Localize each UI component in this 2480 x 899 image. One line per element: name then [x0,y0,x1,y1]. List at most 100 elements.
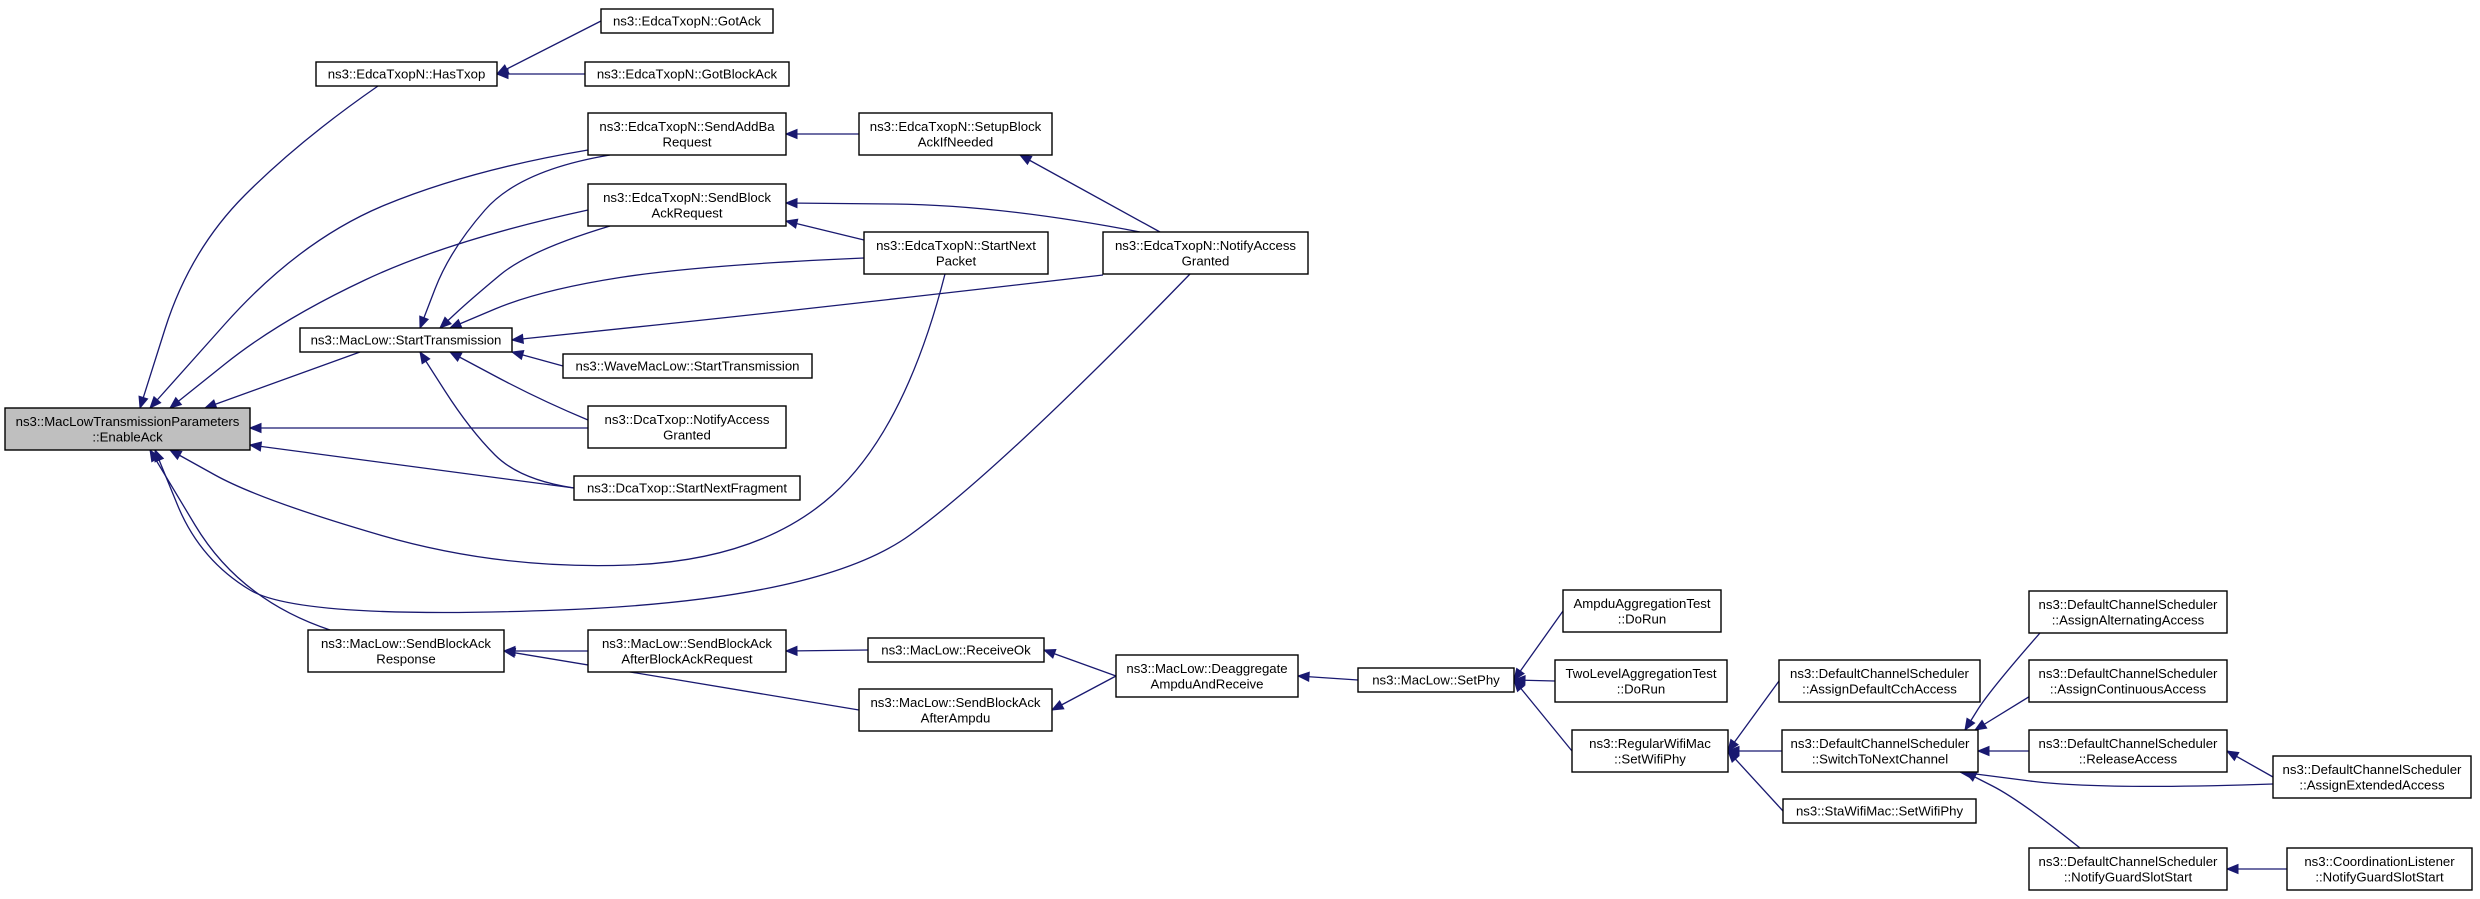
node-sendBlockAckAfterReq[interactable]: ns3::MacLow::SendBlockAckAfterBlockAckRe… [587,629,787,673]
node-label-line: AckIfNeeded [918,134,994,149]
node-assignDefaultCch[interactable]: ns3::DefaultChannelScheduler::AssignDefa… [1778,659,1981,703]
node-label-line: ns3::EdcaTxopN::GotAck [613,14,761,29]
edge-line [1043,649,1117,677]
node-label-line: ns3::EdcaTxopN::SendAddBa [599,119,775,134]
node-box [2272,755,2472,799]
node-label-line: ::NotifyGuardSlotStart [2064,869,2193,884]
edge-line [249,444,575,489]
node-box [562,353,813,379]
node-label-line: ns3::EdcaTxopN::HasTxop [328,67,486,82]
node-label-line: ::AssignContinuousAccess [2050,681,2207,696]
node-box [587,112,787,156]
node-label-line: ns3::EdcaTxopN::SendBlock [603,190,771,205]
node-label-line: ::DoRun [1617,681,1665,696]
edge-arrowhead [168,449,183,461]
edge-startNextPacket-to-startTransmission [448,257,865,329]
node-twoLevelTest[interactable]: TwoLevelAggregationTest::DoRun [1554,659,1728,703]
node-waveStartTx[interactable]: ns3::WaveMacLow::StartTransmission [562,353,813,379]
edge-line [149,449,331,631]
node-label-line: ::NotifyGuardSlotStart [2315,869,2444,884]
edge-notifyAccessEdca-to-setupBlockAck [1018,154,1161,233]
node-box [863,231,1049,275]
edge-line [785,202,1141,233]
node-assignContinuous[interactable]: ns3::DefaultChannelScheduler::AssignCont… [2028,659,2228,703]
edge-waveStartTx-to-startTransmission [510,349,564,367]
edge-arrowhead [502,647,517,659]
node-box [587,405,787,449]
edge-arrowhead [149,395,162,409]
node-staSetWifiPhy[interactable]: ns3::StaWifiMac::SetWifiPhy [1782,798,1977,824]
node-assignExtended[interactable]: ns3::DefaultChannelScheduler::AssignExte… [2272,755,2472,799]
node-label-line: ::SetWifiPhy [1614,751,1686,766]
edge-line [1727,680,1780,752]
node-box [1554,659,1728,703]
node-switchToNext[interactable]: ns3::DefaultChannelScheduler::SwitchToNe… [1781,729,1979,773]
edge-arrowhead [1513,678,1526,693]
node-label-line: ns3::MacLow::SendBlockAck [870,695,1040,710]
node-box [2028,659,2228,703]
edge-arrowhead [495,68,509,80]
edge-arrowhead [1513,667,1525,682]
edge-assignExtended-to-releaseAccess [2225,750,2274,778]
edge-arrowhead [1050,699,1065,711]
edge-arrowhead [784,218,799,229]
edge-setupBlockAck-to-sendAddBa [784,128,859,140]
node-box [1571,729,1729,773]
edge-line [149,149,589,409]
node-assignAlternating[interactable]: ns3::DefaultChannelScheduler::AssignAlte… [2028,590,2228,634]
node-label-line: ns3::DefaultChannelScheduler [2039,597,2218,612]
node-root[interactable]: ns3::MacLowTransmissionParameters::Enabl… [4,407,251,451]
edge-receiveOk-to-sendBlockAckAfterReq [784,645,869,657]
edge-line [419,154,611,329]
edge-assignAlternating-to-switchToNext [1964,632,2041,732]
node-receiveOk[interactable]: ns3::MacLow::ReceiveOk [867,637,1045,663]
node-box [1782,798,1977,824]
edge-notifyAccessEdca-to-startTransmission [510,274,1104,345]
edge-sendBlockAckAfterReq-to-sendBlockAckResp [502,645,588,657]
node-coordListener[interactable]: ns3::CoordinationListener::NotifyGuardSl… [2286,847,2473,891]
node-gotBlockAck[interactable]: ns3::EdcaTxopN::GotBlockAck [584,61,790,87]
edge-arrowhead [248,441,263,452]
node-label-line: ns3::EdcaTxopN::GotBlockAck [597,67,778,82]
edge-line [169,273,946,567]
node-box [4,407,251,451]
edge-regularSetWifiPhy-to-setPhy [1513,678,1573,752]
node-label-line: ns3::MacLow::SetPhy [1372,673,1500,688]
edge-arrowhead [784,197,798,209]
node-label-line: ns3::DefaultChannelScheduler [2039,666,2218,681]
node-box [299,327,513,353]
node-label-line: ::EnableAck [92,429,163,444]
node-releaseAccess[interactable]: ns3::DefaultChannelScheduler::ReleaseAcc… [2028,729,2228,773]
node-startTransmission[interactable]: ns3::MacLow::StartTransmission [299,327,513,353]
edge-line [503,650,860,711]
edge-arrowhead [448,351,463,363]
edge-line [785,649,869,652]
edge-sendBlockAckAfterAmpdu-to-sendBlockAckResp [502,647,860,711]
node-label-line: ::DoRun [1618,611,1666,626]
node-box [1115,654,1299,698]
node-setPhy[interactable]: ns3::MacLow::SetPhy [1357,667,1515,693]
node-label-line: ns3::DefaultChannelScheduler [2039,736,2218,751]
node-notifyGuardSlot[interactable]: ns3::DefaultChannelScheduler::NotifyGuar… [2028,847,2228,891]
node-gotAck[interactable]: ns3::EdcaTxopN::GotAck [600,8,774,34]
edge-line [1964,632,2041,731]
node-dcaStartNextFrag[interactable]: ns3::DcaTxop::StartNextFragment [573,475,801,501]
edge-arrowhead [784,645,798,657]
edge-arrowhead [439,316,452,329]
node-hasTxop[interactable]: ns3::EdcaTxopN::HasTxop [315,61,498,87]
edge-gotBlockAck-to-hasTxop [495,68,585,80]
node-box [2286,847,2473,891]
node-box [307,629,505,673]
node-ampduTest[interactable]: AmpduAggregationTest::DoRun [1562,589,1722,633]
node-regularSetWifiPhy[interactable]: ns3::RegularWifiMac::SetWifiPhy [1571,729,1729,773]
